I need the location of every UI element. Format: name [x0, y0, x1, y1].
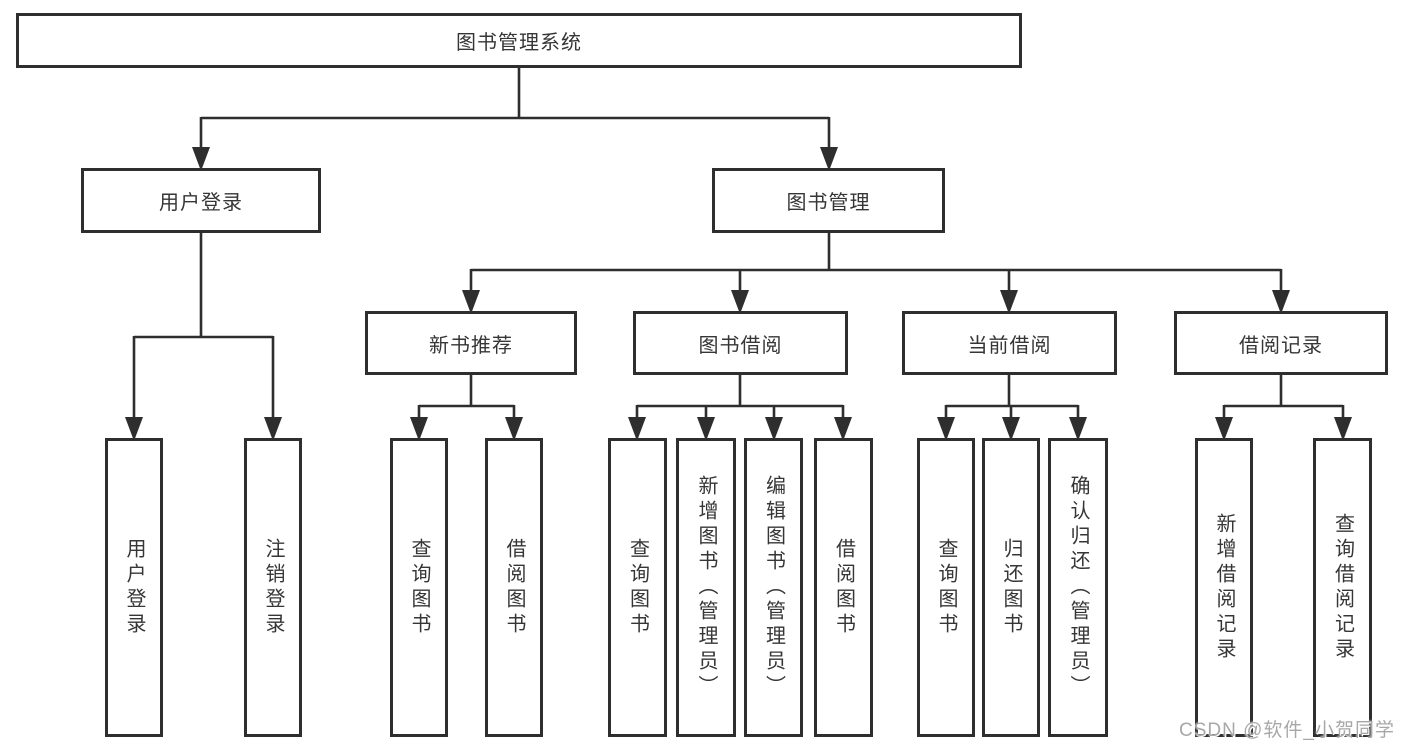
arrowhead	[1069, 417, 1087, 441]
node-root-library-system: 图书管理系统	[16, 13, 1022, 68]
node-label: 借阅图书	[832, 537, 855, 638]
node-new-book-recommend: 新书推荐	[365, 311, 577, 375]
arrowhead	[937, 417, 955, 441]
arrowhead	[834, 417, 852, 441]
node-current-borrowing: 当前借阅	[902, 311, 1117, 375]
leaf-edit-books-admin: 编辑图书（管理员）	[744, 438, 803, 737]
node-label: 新增借阅记录	[1213, 512, 1235, 663]
arrowhead	[192, 147, 210, 171]
node-label: 查询借阅记录	[1331, 512, 1354, 663]
arrowhead	[462, 290, 480, 314]
leaf-logout: 注销登录	[244, 438, 302, 737]
node-label: 图书管理系统	[456, 32, 582, 54]
node-label: 查询图书	[626, 537, 649, 638]
leaf-query-borrow-record: 查询借阅记录	[1313, 438, 1372, 737]
arrowhead	[1000, 290, 1018, 314]
arrowhead	[125, 417, 143, 441]
node-label: 新书推荐	[429, 334, 513, 357]
arrowhead	[1002, 417, 1020, 441]
arrowhead	[765, 417, 783, 441]
arrowhead	[264, 417, 282, 441]
node-label: 查询图书	[408, 537, 430, 638]
node-label: 图书管理	[786, 192, 871, 214]
arrowhead	[731, 290, 749, 314]
node-label: 用户登录	[159, 192, 243, 214]
arrowhead	[628, 417, 646, 441]
leaf-add-books-admin: 新增图书（管理员）	[676, 438, 736, 737]
node-label: 注销登录	[262, 537, 284, 638]
csdn-watermark: CSDN @软件_小贺同学	[1179, 720, 1395, 741]
node-book-borrowing: 图书借阅	[633, 311, 848, 375]
leaf-query-books-recommend: 查询图书	[390, 438, 448, 737]
leaf-user-login: 用户登录	[105, 438, 163, 737]
node-label: 图书借阅	[698, 334, 783, 357]
leaf-borrow-books: 借阅图书	[814, 438, 873, 737]
node-label: 新增图书（管理员）	[695, 475, 717, 700]
arrowhead	[1334, 417, 1352, 441]
leaf-query-books-borrow: 查询图书	[608, 438, 667, 737]
arrowhead	[505, 417, 523, 441]
node-book-management: 图书管理	[712, 168, 945, 233]
node-label: 归还图书	[1000, 537, 1022, 638]
leaf-query-books-current: 查询图书	[917, 438, 975, 737]
node-label: 当前借阅	[967, 334, 1052, 357]
leaf-confirm-return-admin: 确认归还（管理员）	[1048, 438, 1108, 737]
node-label: 编辑图书（管理员）	[762, 475, 785, 700]
leaf-add-borrow-record: 新增借阅记录	[1195, 438, 1253, 737]
arrowhead	[1272, 290, 1290, 314]
arrowhead	[820, 147, 838, 171]
node-borrowing-records: 借阅记录	[1174, 311, 1388, 375]
node-user-login: 用户登录	[81, 168, 321, 233]
arrowhead	[410, 417, 428, 441]
node-label: 用户登录	[123, 537, 145, 638]
arrowhead	[697, 417, 715, 441]
node-label: 查询图书	[935, 537, 957, 638]
leaf-return-books: 归还图书	[982, 438, 1040, 737]
arrowhead	[1215, 417, 1233, 441]
leaf-borrow-books-recommend: 借阅图书	[485, 438, 543, 737]
node-label: 借阅图书	[503, 537, 525, 638]
node-label: 借阅记录	[1239, 334, 1323, 357]
node-label: 确认归还（管理员）	[1067, 475, 1089, 700]
